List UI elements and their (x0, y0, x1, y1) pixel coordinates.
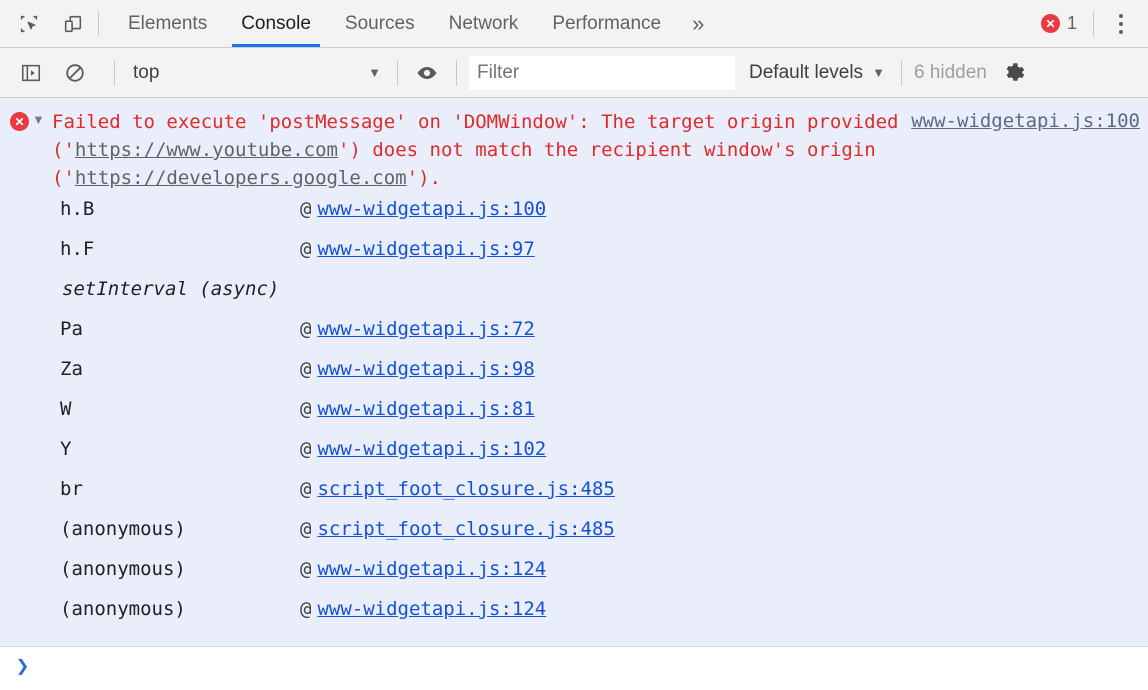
tab-elements[interactable]: Elements (128, 12, 208, 34)
device-toolbar-icon[interactable] (58, 9, 88, 39)
error-level-icon (10, 108, 32, 131)
chevron-down-icon: ▼ (368, 65, 381, 80)
tabbar-tool-icons (0, 0, 98, 47)
kebab-dot (1119, 29, 1123, 34)
stack-frame-row: (anonymous) @script_foot_closure.js:485 (0, 518, 1148, 558)
error-count-badge[interactable]: 1 (1033, 13, 1085, 34)
stack-frame-function: br (60, 478, 83, 500)
error-message-header: ▼ Failed to execute 'postMessage' on 'DO… (0, 98, 1148, 192)
error-url[interactable]: https://developers.google.com (74, 167, 407, 189)
log-levels-selector[interactable]: Default levels ▼ (749, 62, 889, 84)
log-levels-label: Default levels (749, 61, 864, 83)
stack-frame-at-symbol: @ (300, 198, 312, 220)
error-icon (10, 112, 29, 131)
stack-frame-row: h.B @www-widgetapi.js:100 (0, 198, 1148, 238)
stack-frame-source-link[interactable]: www-widgetapi.js:100 (317, 198, 547, 220)
stack-frame-function: (anonymous) (60, 558, 186, 580)
tabbar-right-divider (1093, 10, 1094, 37)
stack-frame-source-link[interactable]: www-widgetapi.js:98 (317, 358, 535, 380)
devtools-tabbar: Elements Console Sources Network Perform… (0, 0, 1148, 48)
stack-frame-source-link[interactable]: www-widgetapi.js:124 (317, 558, 547, 580)
stack-frame-source-link[interactable]: www-widgetapi.js:124 (317, 598, 547, 620)
stack-frame-function: (anonymous) (60, 598, 186, 620)
chevron-down-icon: ▼ (872, 65, 885, 80)
stack-frame-row: Za @www-widgetapi.js:98 (0, 358, 1148, 398)
stack-frame-row: (anonymous) @www-widgetapi.js:124 (0, 598, 1148, 638)
error-text-fragment: ') does not match the recipient window's… (52, 139, 888, 189)
stack-frame-source-link[interactable]: www-widgetapi.js:97 (317, 238, 535, 260)
error-text-fragment: '). (406, 167, 441, 189)
stack-frame-at-symbol: @ (300, 558, 312, 580)
expand-toggle-icon[interactable]: ▼ (32, 112, 45, 127)
stack-frame-function: Za (60, 358, 83, 380)
execution-context-label: top (133, 61, 160, 83)
hidden-messages-label: 6 hidden (913, 61, 987, 83)
toolbar-divider (114, 59, 115, 86)
stack-frame-at-symbol: @ (300, 518, 312, 540)
tab-console[interactable]: Console (224, 0, 328, 47)
stack-frame-function: setInterval (async) (62, 278, 280, 300)
toolbar-divider (900, 59, 902, 86)
stack-frame-function: h.B (60, 198, 95, 220)
stack-frame-at-symbol: @ (300, 438, 312, 460)
console-error-message[interactable]: ▼ Failed to execute 'postMessage' on 'DO… (0, 98, 1148, 647)
execution-context-selector[interactable]: top ▼ (127, 62, 385, 84)
filter-input[interactable] (469, 55, 735, 90)
stack-frame-source-link[interactable]: www-widgetapi.js:102 (317, 438, 547, 460)
stack-frame-row: setInterval (async) (0, 278, 1148, 318)
more-tabs-button[interactable]: » (692, 10, 705, 36)
stack-frame-function: Y (60, 438, 72, 460)
error-message-text: Failed to execute 'postMessage' on 'DOMW… (52, 108, 1140, 192)
stack-frame-function: Pa (60, 318, 83, 340)
stack-frame-at-symbol: @ (300, 478, 312, 500)
tab-sources[interactable]: Sources (344, 12, 415, 34)
tabbar-divider (98, 11, 99, 36)
stack-frame-source-link[interactable]: www-widgetapi.js:81 (317, 398, 535, 420)
stack-frame-source-link[interactable]: www-widgetapi.js:72 (317, 318, 535, 340)
inspect-element-icon[interactable] (14, 9, 44, 39)
stack-frame-row: Pa @www-widgetapi.js:72 (0, 318, 1148, 358)
stack-frame-function: h.F (60, 238, 95, 260)
live-expression-eye-icon[interactable] (410, 56, 444, 90)
stack-frame-row: h.F @www-widgetapi.js:97 (0, 238, 1148, 278)
prompt-chevron-icon: ❯ (16, 654, 30, 679)
clear-console-icon[interactable] (58, 56, 92, 90)
stack-frame-row: br @script_foot_closure.js:485 (0, 478, 1148, 518)
stack-frame-at-symbol: @ (300, 238, 312, 260)
stack-frame-row: (anonymous) @www-widgetapi.js:124 (0, 558, 1148, 598)
stack-frame-function: W (60, 398, 72, 420)
error-url[interactable]: https://www.youtube.com (74, 139, 338, 161)
stack-frame-at-symbol: @ (300, 598, 312, 620)
error-text-fragment: Failed to execute 'postMessage' on 'DOMW… (52, 111, 910, 161)
stack-frame-source-link[interactable]: script_foot_closure.js:485 (317, 518, 615, 540)
console-sidebar-icon[interactable] (14, 56, 48, 90)
kebab-dot (1119, 21, 1123, 26)
stack-frame-source-link[interactable]: script_foot_closure.js:485 (317, 478, 615, 500)
stack-frame-function: (anonymous) (60, 518, 186, 540)
tab-performance[interactable]: Performance (552, 12, 662, 34)
stack-frame-row: W @www-widgetapi.js:81 (0, 398, 1148, 438)
toolbar-divider (456, 59, 457, 86)
stack-frame-at-symbol: @ (300, 358, 312, 380)
error-source-link[interactable]: www-widgetapi.js:100 (911, 110, 1140, 132)
tab-network[interactable]: Network (448, 12, 519, 34)
stack-frame-row: Y @www-widgetapi.js:102 (0, 438, 1148, 478)
tabbar-right-group: 1 (1033, 0, 1148, 47)
error-icon (1040, 14, 1060, 33)
stack-frame-at-symbol: @ (300, 318, 312, 340)
console-prompt[interactable]: ❯ (0, 647, 1148, 687)
kebab-menu-icon[interactable] (1106, 9, 1136, 39)
error-count-label: 1 (1066, 13, 1077, 33)
toolbar-divider (397, 59, 398, 86)
stack-frame-at-symbol: @ (300, 398, 312, 420)
kebab-dot (1119, 13, 1123, 18)
console-message-list[interactable]: ▼ Failed to execute 'postMessage' on 'DO… (0, 98, 1148, 688)
panel-tabs: Elements Console Sources Network Perform… (111, 0, 718, 47)
settings-gear-icon[interactable] (997, 56, 1031, 90)
console-toolbar: top ▼ Default levels ▼ 6 hidden (0, 48, 1148, 98)
